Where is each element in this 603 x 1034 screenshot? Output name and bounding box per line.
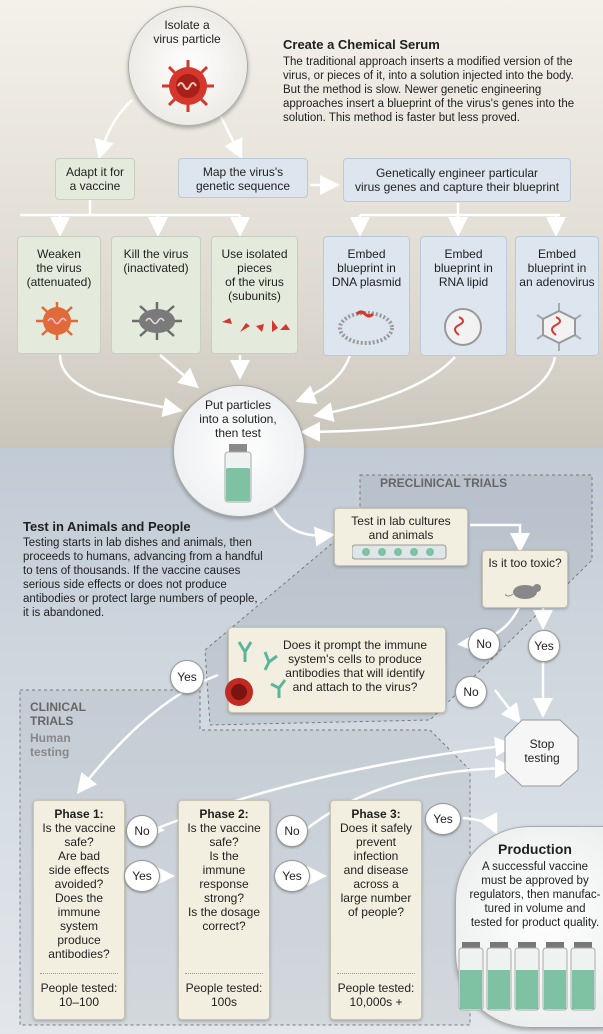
preclinical-heading: PRECLINICAL TRIALS [380, 476, 508, 490]
phase3-yes-bubble: Yes [425, 803, 461, 835]
immune-no-bubble: No [455, 676, 487, 708]
phase1-questions: Is the vaccine safe? Are bad side effect… [42, 821, 116, 961]
dna-plasmid-icon [338, 310, 394, 345]
phase1-box: Phase 1: Is the vaccine safe? Are bad si… [33, 800, 125, 1020]
immune-box: Does it prompt the immune system's cells… [228, 627, 446, 713]
production-title: Production [498, 841, 572, 857]
phase2-divider [185, 973, 263, 974]
phase3-divider [337, 973, 415, 974]
toxic-no-bubble: No [468, 628, 500, 660]
phase3-box: Phase 3: Does it safely prevent infectio… [330, 800, 422, 1020]
phase2-people: People tested: 100s [185, 981, 263, 1009]
immune-yes-bubble: Yes [170, 660, 204, 694]
serum-section-background [0, 0, 603, 448]
lab-mouse-icon [505, 584, 541, 599]
phase2-title: Phase 2: [199, 807, 249, 821]
phase1-divider [40, 973, 118, 974]
phase1-no-bubble: No [126, 815, 158, 847]
toxic-yes-bubble: Yes [528, 630, 560, 662]
serum-description: The traditional approach inserts a modif… [283, 56, 575, 124]
serum-title: Create a Chemical Serum [283, 37, 440, 52]
adapt-box: Adapt it for a vaccine [55, 158, 135, 200]
virus-icon [162, 60, 214, 112]
adenovirus-icon [536, 303, 582, 351]
weaken-box: Weaken the virus (attenuated) [17, 236, 101, 354]
vial-icon [224, 444, 252, 503]
clinical-heading: CLINICAL TRIALS [30, 700, 86, 728]
phase1-title: Phase 1: [54, 807, 104, 821]
vaccine-vials-icon [458, 942, 596, 1011]
stop-octagon-shape [504, 719, 579, 787]
dna-box: Embed blueprint in DNA plasmid [323, 236, 410, 356]
test-title: Test in Animals and People [23, 519, 191, 534]
phase1-people: People tested: 10–100 [40, 981, 118, 1009]
rna-lipid-icon [444, 308, 482, 346]
antibody-virus-icon [225, 641, 287, 706]
inactivated-virus-icon [132, 302, 182, 340]
phase3-people: People tested: 10,000s + [337, 981, 415, 1009]
phase1-yes-bubble: Yes [124, 860, 160, 892]
stop-label: Stop testing [524, 737, 560, 765]
lab-dish-icon [352, 544, 447, 560]
phase2-no-bubble: No [276, 815, 308, 847]
isolated-box: Use isolated pieces of the virus (subuni… [211, 236, 298, 354]
phase3-title: Phase 3: [351, 807, 401, 821]
engineer-box: Genetically engineer particular virus ge… [343, 158, 571, 202]
attenuated-virus-icon [36, 302, 78, 340]
phase2-box: Phase 2: Is the vaccine safe? Is the imm… [178, 800, 270, 1020]
phase2-yes-bubble: Yes [274, 860, 310, 892]
production-description: A successful vaccine must be approved by… [469, 861, 601, 929]
toxic-box: Is it too toxic? [482, 550, 568, 608]
map-box: Map the virus's genetic sequence [178, 158, 308, 198]
test-description: Testing starts in lab dishes and animals… [23, 537, 263, 619]
subunit-pieces-icon [222, 318, 290, 332]
isolate-label: Isolate a virus particle [153, 18, 221, 46]
phase3-questions: Does it safely prevent infection and dis… [339, 821, 413, 919]
put-label: Put particles into a solution, then test [199, 398, 277, 440]
human-testing-heading: Human testing [30, 731, 71, 759]
phase2-questions: Is the vaccine safe? Is the immune respo… [187, 821, 261, 933]
